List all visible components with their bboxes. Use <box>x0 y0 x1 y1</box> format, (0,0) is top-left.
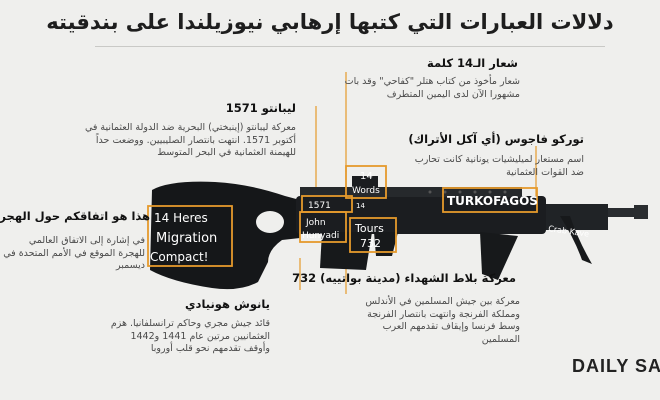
turkofagos-body: اسم مستعار لميليشيات يونانية كانت تحارب … <box>414 154 584 178</box>
rifle-receiver <box>296 196 546 234</box>
rifle-text-fourteen: 14 <box>360 171 373 182</box>
hunyadi-body: قائد جيش مجري وحاكم ترانسلفانيا. هزم الع… <box>110 318 270 354</box>
highlight-boxes <box>147 165 538 267</box>
rifle-handguard <box>546 204 608 230</box>
highlight-hunyadi <box>299 211 347 243</box>
rifle-text-magazine-line2: Migration <box>156 231 217 246</box>
rail-dot <box>473 190 477 194</box>
rail-dot <box>488 190 492 194</box>
highlight-turkofagos <box>442 187 538 213</box>
tours-heading: معركة بلاط الشهداء (مدينة بواتييه) 732 <box>292 271 516 285</box>
hunyadi-heading: يانوش هونيادي <box>185 297 270 311</box>
muzzle <box>634 205 648 219</box>
rifle-foregrip <box>480 232 518 280</box>
turkofagos-heading: توركو فاجوس (أي آكل الأتراك) <box>408 132 584 146</box>
lepanto-body: معركة ليبانتو (إينبختي) البحرية ضد الدول… <box>84 122 296 158</box>
rifle-sling <box>560 216 592 264</box>
rail-dot <box>443 190 447 194</box>
page-title: دلالات العبارات التي كتبها إرهابي نيوزيل… <box>46 10 614 34</box>
rifle-text-words: Words <box>352 186 380 196</box>
rifle-text-john: John <box>305 218 326 228</box>
rifle-text-year: 1571 <box>308 201 331 211</box>
highlight-magazine-text <box>147 205 233 267</box>
rail-dot <box>503 190 507 194</box>
rifle-text-hunyadi: Hunyadi <box>302 231 339 241</box>
rail-dot <box>428 190 432 194</box>
fourteen-words-body: شعار مأخوذ من كتاب هتلر "كفاحي" وقد بات … <box>344 76 520 100</box>
stock-cutout <box>256 211 284 233</box>
fourteen-words-heading: شعار الـ14 كلمة <box>426 56 518 70</box>
rifle-sight <box>352 176 378 190</box>
lepanto-heading: ليبانتو 1571 <box>225 101 296 115</box>
highlight-fourteen-words <box>345 165 387 199</box>
rifle-text-turkofagos: TURKOFAGOS <box>447 194 538 208</box>
rifle-body <box>150 176 648 290</box>
rifle-text-small-fourteen: 14 <box>356 202 365 210</box>
rifle-text-magazine-line3: Compact! <box>150 250 209 264</box>
rifle-stock <box>150 181 300 290</box>
rifle-barrel <box>608 208 644 217</box>
rail-dots <box>428 190 507 194</box>
rifle-text-tours: Tours <box>354 222 384 235</box>
rifle-text-tours-year: 732 <box>360 237 381 250</box>
migration-heading: هذا هو اتفاقكم حول الهجرة <box>0 209 150 223</box>
top-rail <box>300 187 522 197</box>
brand-logo: DAILY SA <box>572 356 660 376</box>
rifle-grip <box>374 232 398 256</box>
rail-dot <box>458 190 462 194</box>
title-divider <box>95 46 605 47</box>
highlight-tours <box>349 217 397 253</box>
tours-body: معركة بين جيش المسلمين في الأندلس ومملكة… <box>365 296 520 345</box>
migration-body: في إشارة إلى الاتفاق العالمي للهجرة المو… <box>3 235 145 271</box>
rifle-text-magazine-line1: 14 Heres <box>154 211 208 225</box>
